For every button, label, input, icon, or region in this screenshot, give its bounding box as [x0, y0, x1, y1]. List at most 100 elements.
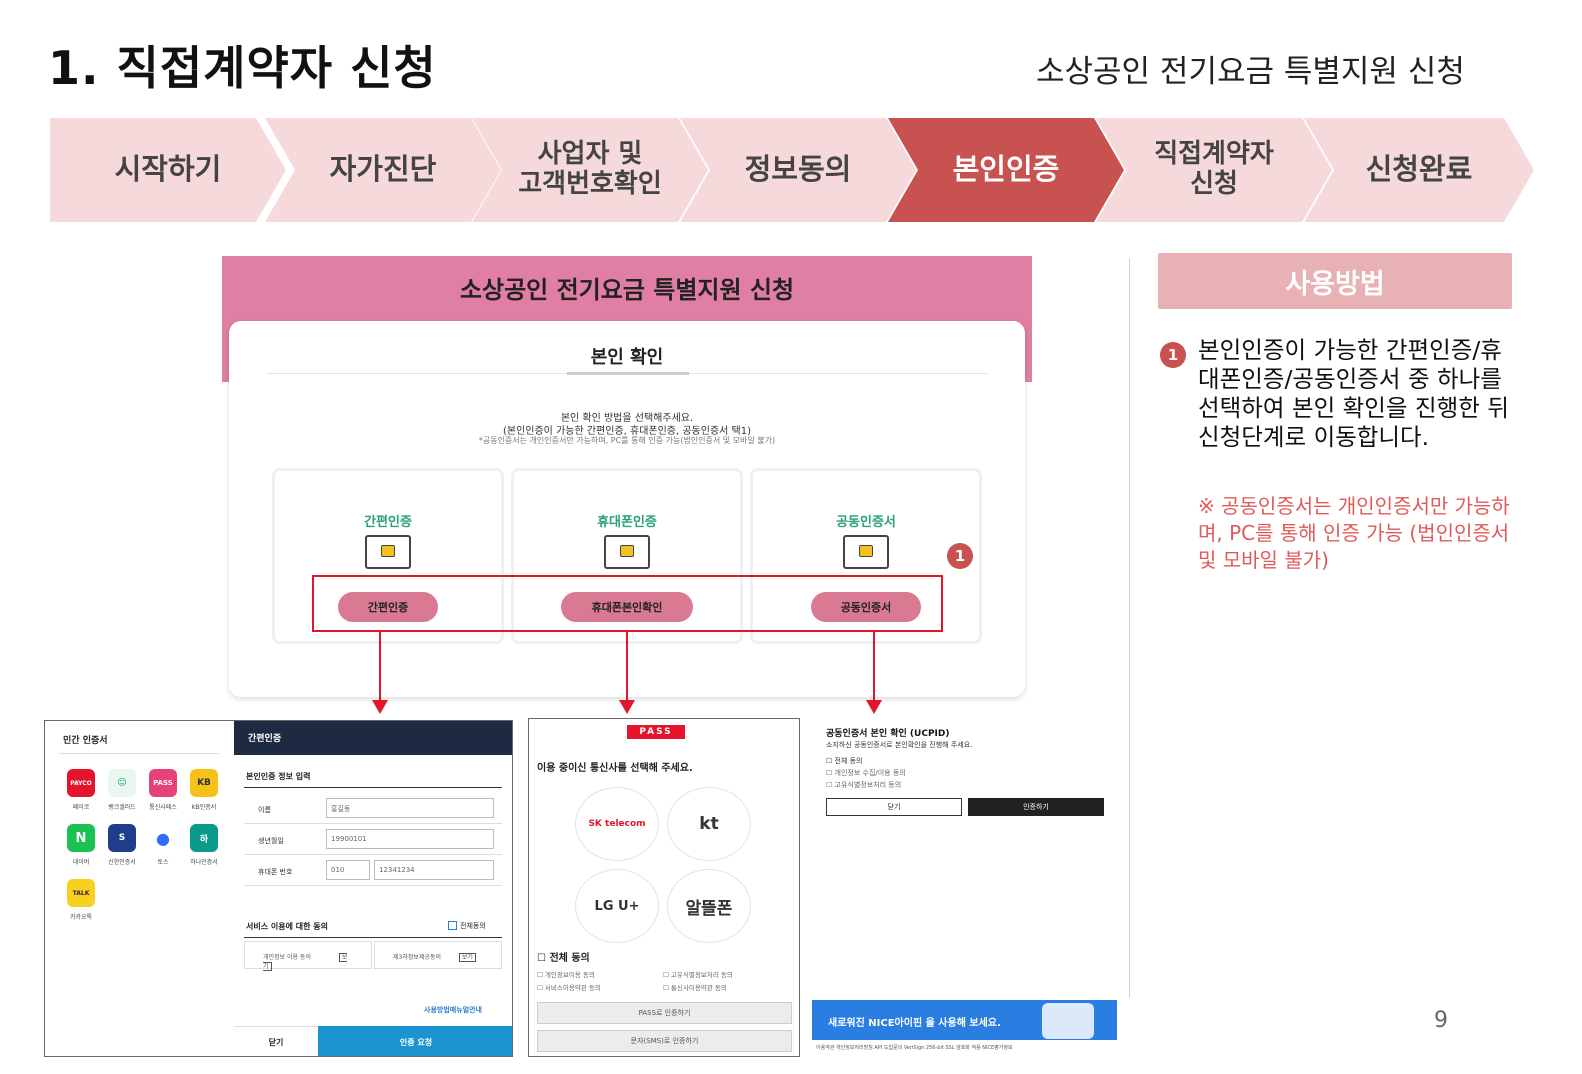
phone-auth-button[interactable]: 휴대폰본인확인	[561, 592, 693, 622]
banksalad-icon[interactable]: ☺	[108, 769, 136, 797]
birthdate-input[interactable]: 19900101	[326, 829, 494, 849]
private-cert-title: 민간 인증서	[63, 736, 108, 746]
page-title: 1. 직접계약자 신청	[48, 41, 437, 95]
agree-label: 개인정보 이용 동의	[263, 954, 311, 961]
app-label: 통신사패스	[149, 804, 177, 811]
mvno-carrier-button[interactable]: 알뜰폰	[667, 869, 751, 943]
term-checkbox[interactable]: ☐ 고유식별정보처리 동의	[663, 971, 733, 979]
arrow-down-icon	[866, 700, 882, 714]
app-label: 신한인증서	[108, 859, 136, 866]
arrow-line	[379, 632, 381, 702]
toss-icon[interactable]: ●	[149, 824, 177, 852]
simple-auth-screen: 민간 인증서 PAYCO 페이코 ☺ 뱅크샐러드 PASS 통신사패스 KB K…	[44, 720, 513, 1057]
pass-icon[interactable]: PASS	[149, 769, 177, 797]
ucpid-check-all[interactable]: ☐ 전체 동의	[826, 757, 863, 765]
phone-lock-icon	[604, 535, 650, 569]
simple-auth-button[interactable]: 간편인증	[338, 592, 438, 622]
arrow-down-icon	[619, 700, 635, 714]
auth-card-label: 간편인증	[364, 515, 412, 530]
skt-carrier-button[interactable]: SK telecom	[575, 787, 659, 861]
step-consent: 정보동의	[680, 118, 916, 222]
ucpid-subtitle: 소지하신 공동인증서로 본인확인을 진행해 주세요.	[826, 741, 973, 749]
agree-third-party-item[interactable]: 제3자정보제공동의 보기	[374, 941, 502, 969]
agree-all-checkbox[interactable]: ☐ 전체 동의	[537, 953, 590, 964]
nice-banner: 새로워진 NICE아이핀 을 사용해 보세요. 이용약관 개인정보처리방침 AP…	[812, 1000, 1117, 1062]
phone-icon	[1042, 1003, 1094, 1039]
phone-number-input[interactable]: 12341234	[374, 860, 494, 880]
close-button[interactable]: 닫기	[826, 798, 962, 816]
kakaotalk-icon[interactable]: TALK	[67, 879, 95, 907]
agree-privacy-item[interactable]: 개인정보 이용 동의 보기	[244, 941, 372, 971]
term-label: 서비스이용약관 동의	[544, 984, 601, 992]
view-button[interactable]: 보기	[263, 953, 348, 971]
howto-number-badge: 1	[1160, 342, 1186, 368]
name-row: 이름 홍길동	[244, 793, 502, 824]
form-section-title: 본인인증 정보 입력	[246, 772, 311, 781]
birthdate-row: 생년월일 19900101	[244, 824, 502, 855]
step-complete: 신청완료	[1304, 118, 1534, 222]
hana-icon[interactable]: 하	[190, 824, 218, 852]
check-label: 전체 동의	[834, 757, 863, 765]
authenticate-button[interactable]: 인증하기	[968, 798, 1104, 816]
term-label: 개인정보이용 동의	[544, 971, 595, 979]
ucpid-check[interactable]: ☐ 고유식별정보처리 동의	[826, 781, 902, 789]
lgu-carrier-button[interactable]: LG U+	[575, 869, 659, 943]
name-input[interactable]: 홍길동	[326, 798, 494, 818]
term-label: 고유식별정보처리 동의	[670, 971, 733, 979]
mockup-desc: 본인 확인 방법을 선택해주세요.	[560, 413, 694, 424]
highlight-box	[312, 575, 943, 632]
certificate-icon	[843, 535, 889, 569]
howto-heading: 사용방법	[1158, 253, 1512, 309]
term-checkbox[interactable]: ☐ 통신사이용약관 동의	[663, 984, 727, 992]
divider	[1129, 258, 1130, 998]
carrier-prompt: 이용 중이신 통신사를 선택해 주세요.	[537, 763, 693, 774]
sms-auth-button[interactable]: 문자(SMS)로 인증하기	[537, 1030, 792, 1052]
close-button[interactable]: 닫기	[234, 1026, 318, 1056]
agree-all-label: 전체 동의	[549, 953, 590, 964]
mockup-card: 본인 확인 본인 확인 방법을 선택해주세요. (본인인증이 가능한 간편인증,…	[229, 321, 1025, 697]
agreement-title: 서비스 이용에 대한 동의	[246, 922, 328, 931]
ucpid-check[interactable]: ☐ 개인정보 수집/이용 동의	[826, 769, 906, 777]
app-label: 하나인증서	[190, 859, 218, 866]
marker-badge: 1	[947, 543, 973, 569]
mockup-desc: (본인인증이 가능한 간편인증, 휴대폰인증, 공동인증서 택1)	[502, 426, 752, 437]
howto-text: 본인인증이 가능한 간편인증/휴대폰인증/공동인증서 중 하나를 선택하여 본인…	[1198, 336, 1509, 451]
arrow-line	[626, 632, 628, 702]
agreement-rule	[244, 937, 502, 938]
app-label: 네이버	[72, 859, 90, 866]
form-header: 간편인증	[234, 721, 512, 755]
kt-carrier-button[interactable]: kt	[667, 787, 751, 861]
pass-logo: PASS	[627, 725, 685, 739]
agree-label: 제3자정보제공동의	[393, 954, 441, 961]
kb-icon[interactable]: KB	[190, 769, 218, 797]
agree-all-label: 전체동의	[460, 922, 486, 930]
auth-card-phone: 휴대폰인증 휴대폰본인확인	[511, 468, 743, 644]
mockup-underline	[567, 372, 689, 375]
mockup-note: *공동인증서는 개인인증서만 가능하며, PC를 통해 인증 가능(법인인증서 …	[478, 436, 776, 445]
arrow-down-icon	[372, 700, 388, 714]
check-label: 고유식별정보처리 동의	[834, 781, 902, 789]
auth-card-simple: 간편인증 간편인증	[272, 468, 504, 644]
pass-auth-button[interactable]: PASS로 인증하기	[537, 1002, 792, 1024]
naver-icon[interactable]: N	[67, 824, 95, 852]
lock-icon	[381, 545, 395, 557]
mockup-heading: 본인 확인	[590, 347, 664, 368]
simple-auth-form: 간편인증 본인인증 정보 입력 이름 홍길동 생년월일 19900101 휴대폰…	[234, 721, 512, 1056]
manual-link[interactable]: 사용방법매뉴얼안내	[424, 1006, 482, 1014]
identity-mockup: 소상공인 전기요금 특별지원 신청 본인 확인 본인 확인 방법을 선택해주세요…	[222, 256, 1032, 700]
payco-icon[interactable]: PAYCO	[67, 769, 95, 797]
view-button[interactable]: 보기	[458, 953, 476, 962]
field-label: 이름	[258, 806, 271, 814]
request-auth-button[interactable]: 인증 요청	[318, 1026, 512, 1056]
mockup-title: 소상공인 전기요금 특별지원 신청	[459, 276, 795, 304]
step-direct-contract: 직접계약자 신청	[1096, 118, 1332, 222]
page-subtitle: 소상공인 전기요금 특별지원 신청	[1036, 54, 1465, 90]
term-checkbox[interactable]: ☐ 서비스이용약관 동의	[537, 984, 601, 992]
private-cert-panel: 민간 인증서 PAYCO 페이코 ☺ 뱅크샐러드 PASS 통신사패스 KB K…	[45, 721, 233, 1056]
agree-all-checkbox[interactable]	[448, 921, 457, 930]
phone-prefix-select[interactable]: 010	[326, 860, 370, 880]
certificate-auth-button[interactable]: 공동인증서	[811, 592, 921, 622]
term-checkbox[interactable]: ☐ 개인정보이용 동의	[537, 971, 595, 979]
shinhan-icon[interactable]: S	[108, 824, 136, 852]
howto-note: ※ 공동인증서는 개인인증서만 가능하며, PC를 통해 인증 가능 (법인인증…	[1198, 494, 1510, 572]
